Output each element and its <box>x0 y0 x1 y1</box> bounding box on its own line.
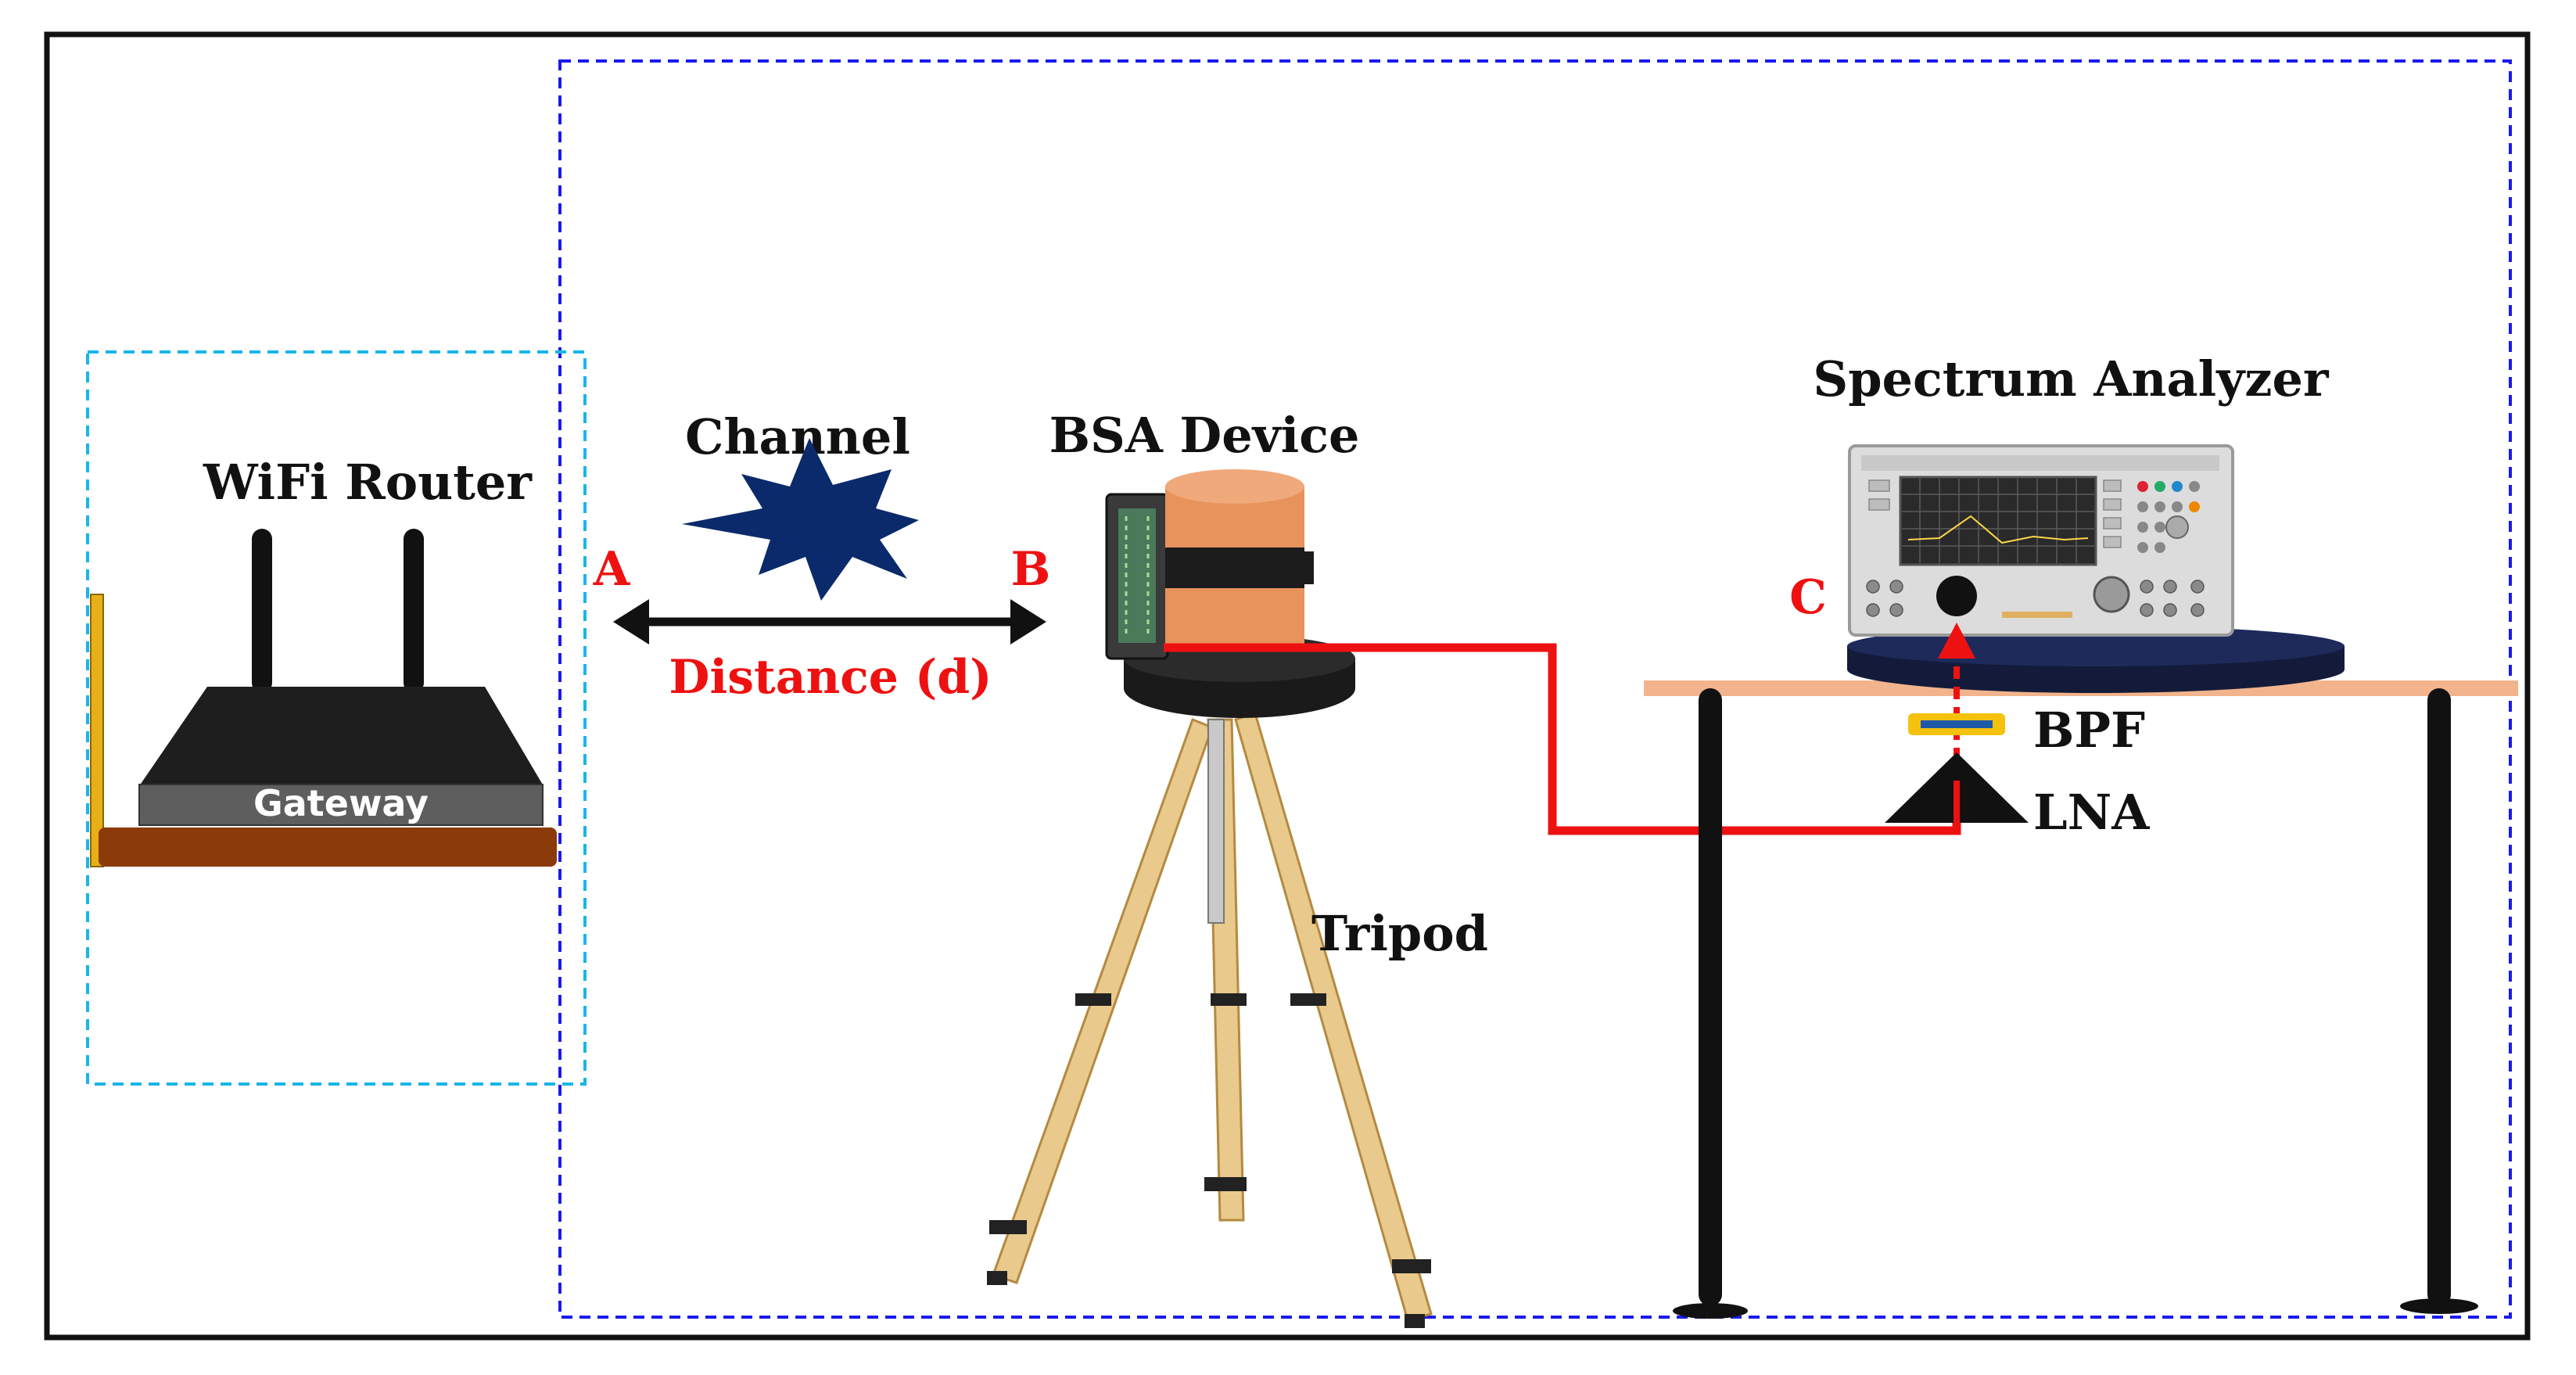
burst-star-icon <box>682 438 919 601</box>
wifi-router-label: WiFi Router <box>203 454 533 511</box>
tripod-label: Tripod <box>1311 905 1488 962</box>
lna-label: LNA <box>2033 784 2150 841</box>
table <box>1644 680 2518 1319</box>
analyzer-input-port <box>1936 576 1977 616</box>
gateway-label: Gateway <box>253 782 429 824</box>
distance-label: Distance (d) <box>669 650 992 705</box>
signal-arrowhead <box>1938 623 1975 659</box>
router-region-dashed-box <box>86 350 587 1086</box>
outer-frame <box>44 31 2531 1341</box>
instrument-icon <box>1848 444 2234 637</box>
point-a-label: A <box>593 542 631 597</box>
channel-label: Channel <box>685 408 910 465</box>
tripod-icon <box>987 635 1433 1328</box>
bsa-device-label: BSA Device <box>1049 407 1360 464</box>
cylinder-antenna-icon <box>1105 469 1314 660</box>
router-icon <box>90 529 557 867</box>
point-b-label: B <box>1011 542 1051 597</box>
filter-icon <box>1908 713 2005 735</box>
point-c-label: C <box>1789 570 1827 625</box>
bpf-label: BPF <box>2033 702 2145 759</box>
spectrum-analyzer-label: Spectrum Analyzer <box>1813 350 2329 407</box>
distance-arrow <box>613 599 1046 644</box>
